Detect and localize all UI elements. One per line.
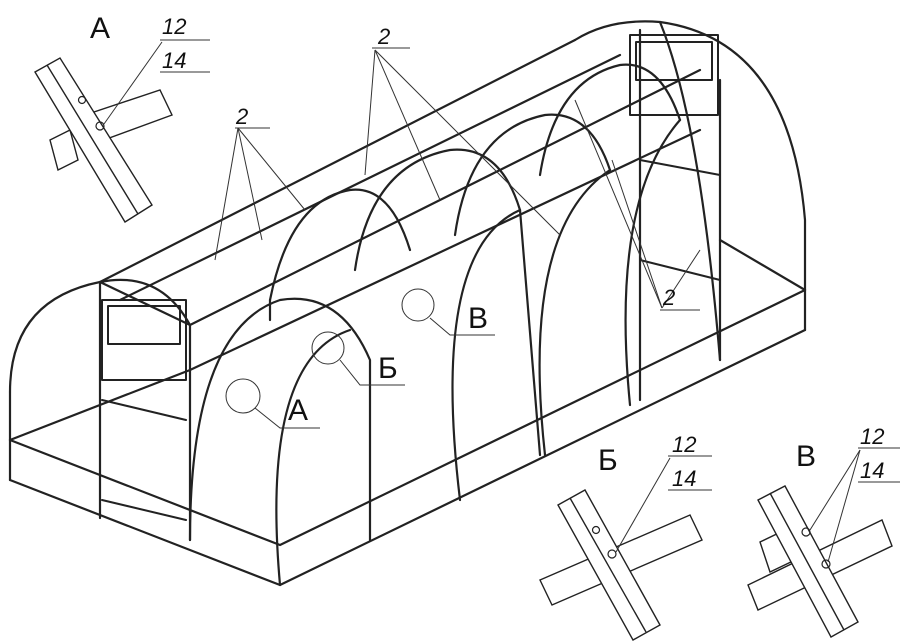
- bolt-icon: [801, 527, 811, 537]
- detail-b-part-12: 12: [672, 432, 696, 457]
- detail-a-part-14: 14: [162, 48, 186, 73]
- detail-view-a: А 12 14: [34, 12, 210, 223]
- detail-v-part-12: 12: [860, 424, 884, 449]
- detail-v-part-14: 14: [860, 458, 884, 483]
- connector-2-label-right: 2: [662, 285, 675, 310]
- detail-circle-v: [401, 288, 435, 322]
- bolt-icon: [821, 559, 831, 569]
- front-door-frame: [101, 299, 187, 521]
- detail-view-v: В 12 14: [747, 424, 900, 638]
- greenhouse-frame: [8, 20, 807, 587]
- callout-b-label: Б: [378, 352, 398, 385]
- detail-b-part-14: 14: [672, 466, 696, 491]
- connector-leaders: [214, 47, 701, 311]
- detail-a-title: А: [90, 12, 110, 45]
- detail-circle-a: [225, 378, 261, 414]
- detail-b-title: Б: [598, 444, 618, 477]
- detail-view-b: Б 12 14: [539, 432, 712, 641]
- bolt-icon: [607, 549, 617, 559]
- bolt-icon: [95, 121, 105, 131]
- rear-door-frame: [629, 34, 721, 281]
- connector-2-label-top: 2: [377, 24, 390, 49]
- bolt-hole-icon: [591, 525, 601, 535]
- bolt-hole-icon: [77, 95, 87, 105]
- callout-v-label: В: [468, 302, 488, 335]
- detail-a-part-12: 12: [162, 14, 186, 39]
- detail-markers: [225, 288, 495, 429]
- callout-a-label: А: [288, 394, 308, 427]
- detail-circle-b: [311, 331, 345, 365]
- connector-2-label-left: 2: [235, 104, 248, 129]
- detail-v-title: В: [796, 440, 816, 473]
